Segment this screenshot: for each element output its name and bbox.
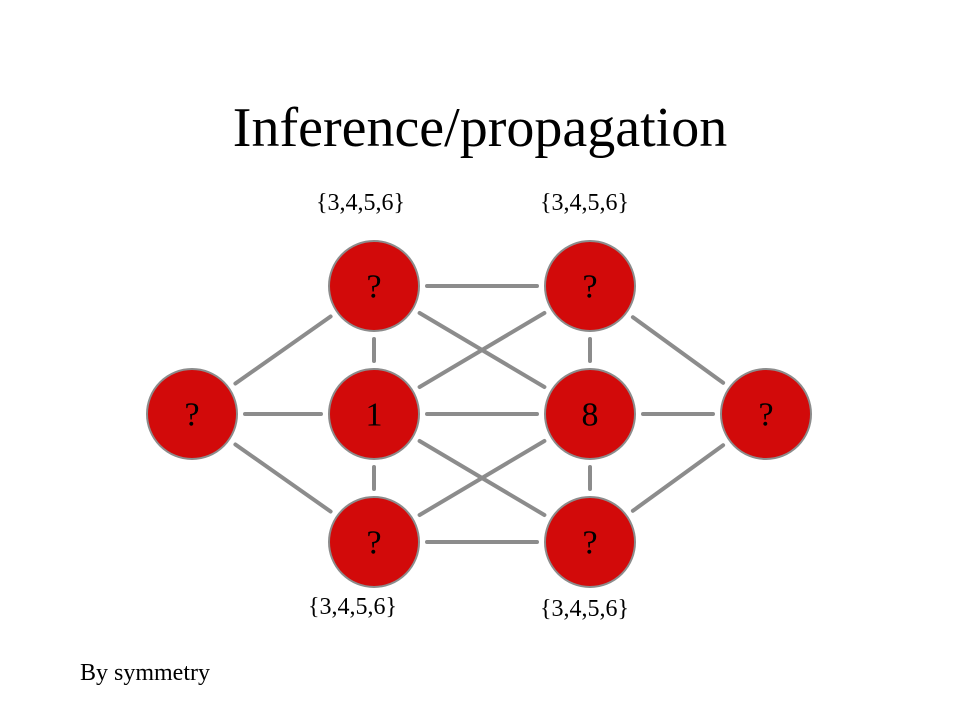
node-label: ? — [366, 269, 381, 306]
node-circle — [544, 240, 636, 332]
node-label: 8 — [582, 397, 599, 434]
node-circle — [544, 368, 636, 460]
node-label: ? — [582, 525, 597, 562]
domain-label-a-bot: {3,4,5,6} — [308, 594, 398, 620]
edge-b-top-right — [630, 315, 726, 385]
footer-note: By symmetry — [80, 660, 210, 686]
node-a-top: ? — [328, 240, 420, 332]
node-circle — [720, 368, 812, 460]
edges-layer — [233, 284, 726, 544]
edge-a-mid-b-top — [417, 311, 547, 389]
edge-b-bot-right — [630, 443, 726, 513]
domain-label-a-top: {3,4,5,6} — [316, 190, 406, 216]
node-b-top: ? — [544, 240, 636, 332]
node-circle — [328, 368, 420, 460]
slide-title: Inference/propagation — [232, 97, 728, 159]
edge-left-a-bot — [233, 442, 333, 514]
node-label: ? — [758, 397, 773, 434]
node-b-bot: ? — [544, 496, 636, 588]
node-circle — [544, 496, 636, 588]
node-circle — [146, 368, 238, 460]
node-circle — [328, 240, 420, 332]
edge-left-a-top — [233, 314, 333, 386]
nodes-layer: ?? 1?? 8?? — [146, 240, 812, 588]
node-a-bot: ? — [328, 496, 420, 588]
node-b-mid: 8 — [544, 368, 636, 460]
domain-label-b-top: {3,4,5,6} — [540, 190, 630, 216]
node-label: ? — [366, 525, 381, 562]
node-label: 1 — [366, 397, 383, 434]
node-left: ? — [146, 368, 238, 460]
edge-a-bot-b-mid — [417, 439, 547, 517]
node-a-mid: 1 — [328, 368, 420, 460]
domain-label-b-bot: {3,4,5,6} — [540, 596, 630, 622]
node-label: ? — [184, 397, 199, 434]
node-label: ? — [582, 269, 597, 306]
node-circle — [328, 496, 420, 588]
node-right: ? — [720, 368, 812, 460]
